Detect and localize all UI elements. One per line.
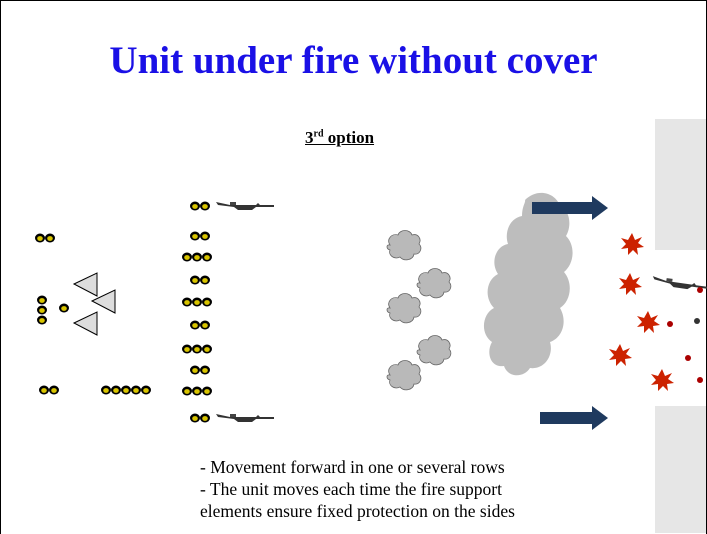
option-ordinal-suffix: rd xyxy=(313,128,324,140)
rifle-icon xyxy=(216,202,274,422)
option-label: option xyxy=(323,128,375,147)
frame-left xyxy=(0,0,1,534)
soldier-icon xyxy=(182,201,212,423)
frame-top xyxy=(0,0,707,1)
option-heading: 3rd option xyxy=(305,128,374,148)
wall-block-top xyxy=(655,119,706,250)
enemy-soldier-icon xyxy=(667,287,703,383)
option-ordinal: 3 xyxy=(305,128,314,147)
caption-line: elements ensure fixed protection on the … xyxy=(200,501,515,521)
slide-title: Unit under fire without cover xyxy=(109,39,598,82)
soldier-icon xyxy=(37,295,69,325)
arrow-right-icon xyxy=(532,196,608,430)
smoke-screen xyxy=(483,192,573,376)
caption: - Movement forward in one or several row… xyxy=(200,456,515,522)
soldier-icon xyxy=(39,385,151,395)
soldier-icon xyxy=(35,233,55,243)
caption-line: - Movement forward in one or several row… xyxy=(200,457,505,477)
smoke-cloud-icon xyxy=(386,230,452,391)
triangle-marker-icon xyxy=(72,272,116,336)
caption-line: - The unit moves each time the fire supp… xyxy=(200,479,502,499)
explosion-icon xyxy=(609,233,674,391)
wall-block-bottom xyxy=(655,406,706,533)
